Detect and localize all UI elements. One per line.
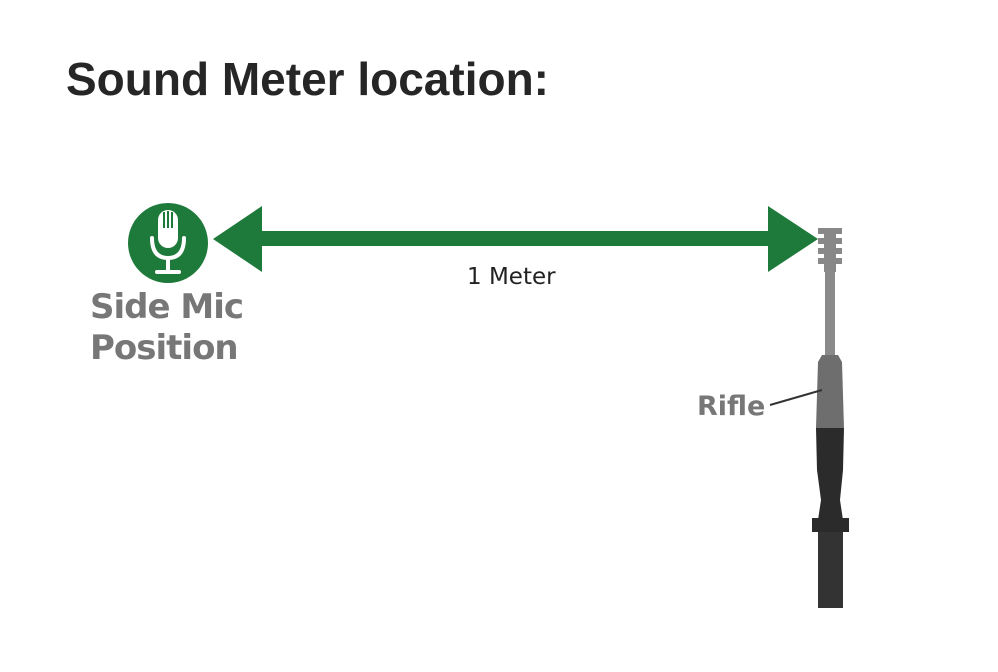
mic-label-line2: Position — [90, 328, 239, 368]
rifle-illustration — [812, 228, 849, 608]
side-mic-position-label: Side Mic Position — [90, 287, 244, 369]
rifle-pointer-line — [769, 389, 823, 406]
mic-label-line1: Side Mic — [90, 287, 244, 327]
microphone-icon — [128, 203, 208, 283]
rifle-label: Rifle — [697, 391, 766, 422]
page-title: Sound Meter location: — [66, 53, 549, 105]
distance-label: 1 Meter — [467, 264, 556, 290]
distance-arrow — [213, 206, 818, 272]
